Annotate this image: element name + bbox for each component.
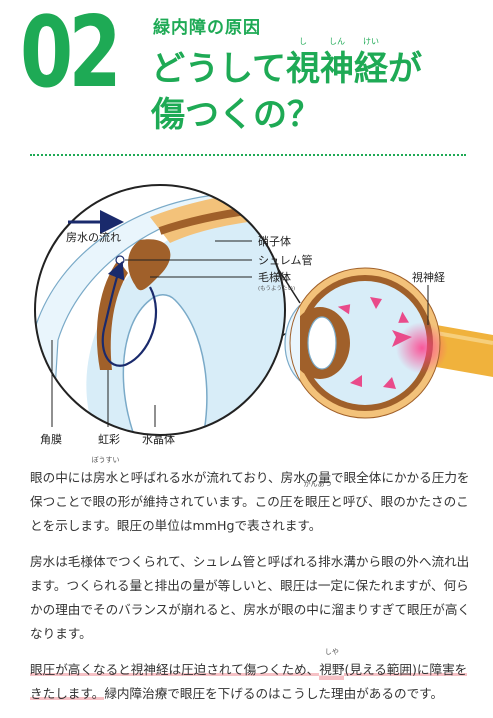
ruby-ganatsu: がんあつ眼圧 bbox=[304, 481, 332, 514]
section-number: 02 bbox=[20, 0, 122, 110]
ruby-bousui-reading: ぼうすい bbox=[91, 456, 120, 464]
p1-text-b: と呼ばれる水が流れており、房水の量で眼全体にかかる圧力を保つことで眼の形が維持さ… bbox=[30, 470, 470, 509]
label-optic-nerve: 視神経 bbox=[412, 270, 445, 284]
title-suffix: が bbox=[387, 49, 422, 89]
p1-text-c: と呼び、眼のかたさのことを示します。眼圧の単位はmmHgで表されます。 bbox=[30, 494, 469, 533]
body-text: 眼の中にはぼうすい房水と呼ばれる水が流れており、房水の量で眼全体にかかる圧力を保… bbox=[30, 457, 472, 718]
title-kanji-3-text: 経 bbox=[353, 49, 388, 89]
title-kanji-2-text: 神 bbox=[319, 49, 354, 89]
title-kanji-2-ruby: しん bbox=[328, 37, 345, 46]
title-kanji-1-text: 視 bbox=[285, 49, 320, 89]
section-subtitle: 緑内障の原因 bbox=[153, 18, 261, 38]
label-lens: 水晶体 bbox=[142, 432, 175, 446]
ruby-shiya: しや視野 bbox=[319, 649, 345, 682]
ruby-shiya-text: 視野 bbox=[319, 662, 345, 677]
paragraph-1: 眼の中にはぼうすい房水と呼ばれる水が流れており、房水の量で眼全体にかかる圧力を保… bbox=[30, 457, 472, 538]
title-kanji-1: し視 bbox=[285, 38, 320, 89]
ruby-bousui: ぼうすい房水 bbox=[92, 457, 120, 490]
label-schlemm: シュレム管 bbox=[258, 253, 313, 267]
label-flow: 房水の流れ bbox=[66, 230, 121, 244]
zoom-circle-border bbox=[34, 184, 286, 436]
eye-diagram-svg: 房水の流れ 硝子体 シュレム管 毛様体 (もうようたい) 角膜 虹彩 水晶体 bbox=[34, 184, 493, 446]
title-kanji-1-ruby: し bbox=[298, 37, 307, 46]
ruby-shiya-reading: しや bbox=[324, 648, 339, 656]
pressure-arrow-main bbox=[392, 330, 412, 347]
title-kanji-2: しん神 bbox=[319, 38, 354, 89]
eye-diagram: 房水の流れ 硝子体 シュレム管 毛様体 (もうようたい) 角膜 虹彩 水晶体 bbox=[0, 165, 493, 455]
paragraph-2: 房水は毛様体でつくられて、シュレム管と呼ばれる排水溝から眼の外へ流れ出ます。つく… bbox=[30, 554, 471, 641]
ruby-ganatsu-text: 眼圧 bbox=[305, 494, 331, 509]
label-iris: 虹彩 bbox=[98, 433, 120, 446]
ruby-ganatsu-reading: がんあつ bbox=[303, 480, 332, 488]
zoom-circle-content bbox=[35, 185, 285, 435]
title-prefix: どうして bbox=[151, 49, 286, 89]
ruby-bousui-text: 房水 bbox=[92, 470, 119, 485]
label-vitreous: 硝子体 bbox=[258, 234, 291, 248]
title-kanji-3: けい経 bbox=[353, 38, 388, 89]
dotted-divider bbox=[30, 154, 466, 156]
p1-text-a: 眼の中には bbox=[30, 470, 93, 485]
p3-rest: 緑内障治療で眼圧を下げるのはこうした理由があるのです。 bbox=[104, 686, 444, 701]
title-line-1: どうしてし視しん神けい経が bbox=[151, 38, 422, 89]
eye-illustration bbox=[284, 267, 493, 419]
label-ciliary-ruby: (もうようたい) bbox=[258, 285, 295, 292]
label-cornea: 角膜 bbox=[40, 433, 62, 446]
title-kanji-3-ruby: けい bbox=[362, 37, 379, 46]
p3-highlight-a: 眼圧が高くなると視神経は圧迫されて傷つくため、 bbox=[30, 662, 320, 677]
header: 02 緑内障の原因 どうしてし視しん神けい経が 傷つくの？ bbox=[0, 0, 493, 160]
title-line-2: 傷つくの？ bbox=[151, 95, 321, 135]
paragraph-3: 眼圧が高くなると視神経は圧迫されて傷つくため、しや視野(見える範囲)に障害をきた… bbox=[30, 649, 472, 706]
label-ciliary: 毛様体 bbox=[258, 270, 291, 284]
